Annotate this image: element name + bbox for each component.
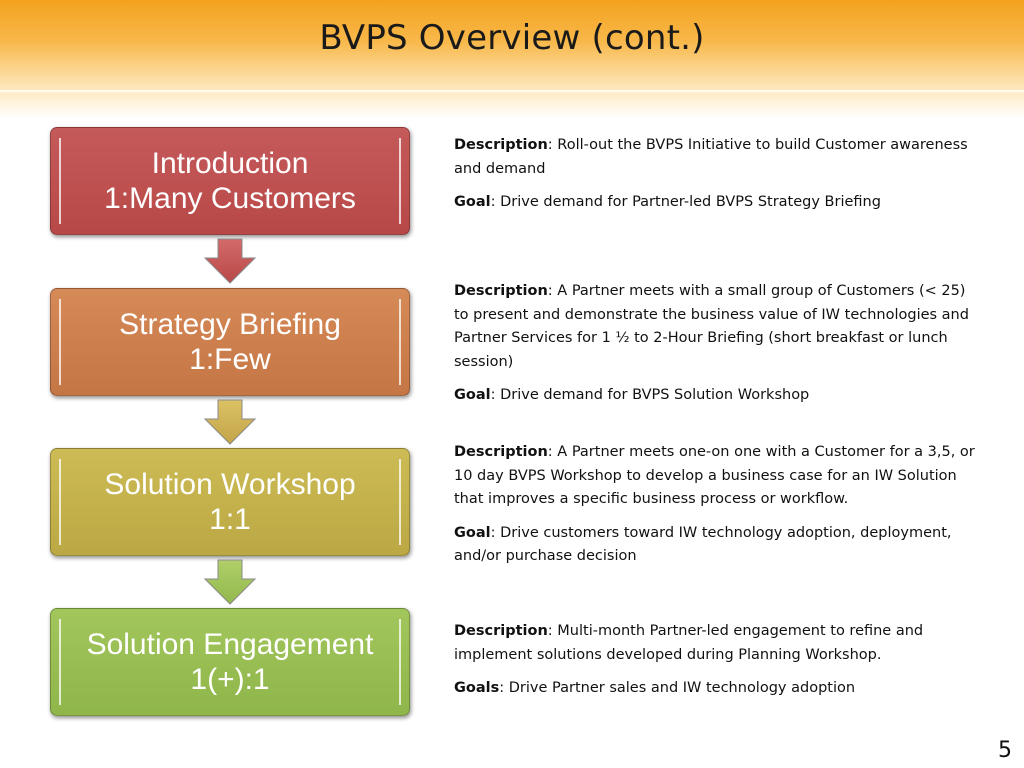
description-line: Description: A Partner meets with a smal… [454,280,984,374]
goal-text: : Drive demand for Partner-led BVPS Stra… [490,194,881,210]
stage-solution-workshop: Solution Workshop 1:1 [50,448,410,556]
banner-highlight [0,90,1024,94]
stage-audience: 1:Many Customers [104,182,356,215]
stage-details-solution-workshop: Description: A Partner meets one-on one … [454,441,984,579]
description-line: Description: Multi-month Partner-led eng… [454,620,984,667]
goal-label: Goal [454,524,491,541]
stage-title: Solution Engagement [86,628,374,661]
description-text: : Roll-out the BVPS Initiative to build … [454,137,968,177]
stage-title: Introduction [151,147,309,180]
stage-introduction: Introduction 1:Many Customers [50,127,410,235]
goal-label: Goals [454,680,500,696]
stage-audience: 1:1 [209,503,251,536]
goal-text: : Drive customers toward IW technology a… [454,524,952,565]
goal-line: Goal: Drive demand for BVPS Solution Wor… [454,384,984,408]
stage-title: Strategy Briefing [119,308,341,341]
stage-details-solution-engagement: Description: Multi-month Partner-led eng… [454,620,984,711]
description-text: : A Partner meets one-on one with a Cust… [454,444,975,507]
goal-text: : Drive demand for BVPS Solution Worksho… [490,387,810,403]
down-arrow-icon [204,238,256,284]
description-label: Description [454,623,548,639]
description-label: Description [454,137,548,153]
description-line: Description: A Partner meets one-on one … [454,441,984,512]
stage-details-strategy-briefing: Description: A Partner meets with a smal… [454,280,984,418]
description-label: Description [454,283,548,299]
goal-label: Goal [454,194,491,210]
description-text: : A Partner meets with a small group of … [454,283,969,370]
stage-details-introduction: Description: Roll-out the BVPS Initiativ… [454,134,984,225]
down-arrow-icon [204,559,256,605]
stage-audience: 1(+):1 [190,663,270,696]
down-arrow-icon [204,399,256,445]
description-label: Description [454,444,548,460]
description-line: Description: Roll-out the BVPS Initiativ… [454,134,984,181]
page-number: 5 [998,738,1012,763]
slide-title: BVPS Overview (cont.) [319,18,705,58]
goal-label: Goal [454,387,491,403]
goal-line: Goal: Drive customers toward IW technolo… [454,522,984,569]
goal-line: Goals: Drive Partner sales and IW techno… [454,677,984,701]
title-banner [0,0,1024,118]
stage-strategy-briefing: Strategy Briefing 1:Few [50,288,410,396]
goal-line: Goal: Drive demand for Partner-led BVPS … [454,191,984,215]
stage-solution-engagement: Solution Engagement 1(+):1 [50,608,410,716]
stage-title: Solution Workshop [104,468,356,501]
stage-audience: 1:Few [189,343,271,376]
goal-text: : Drive Partner sales and IW technology … [499,680,856,696]
description-text: : Multi-month Partner-led engagement to … [454,623,924,663]
